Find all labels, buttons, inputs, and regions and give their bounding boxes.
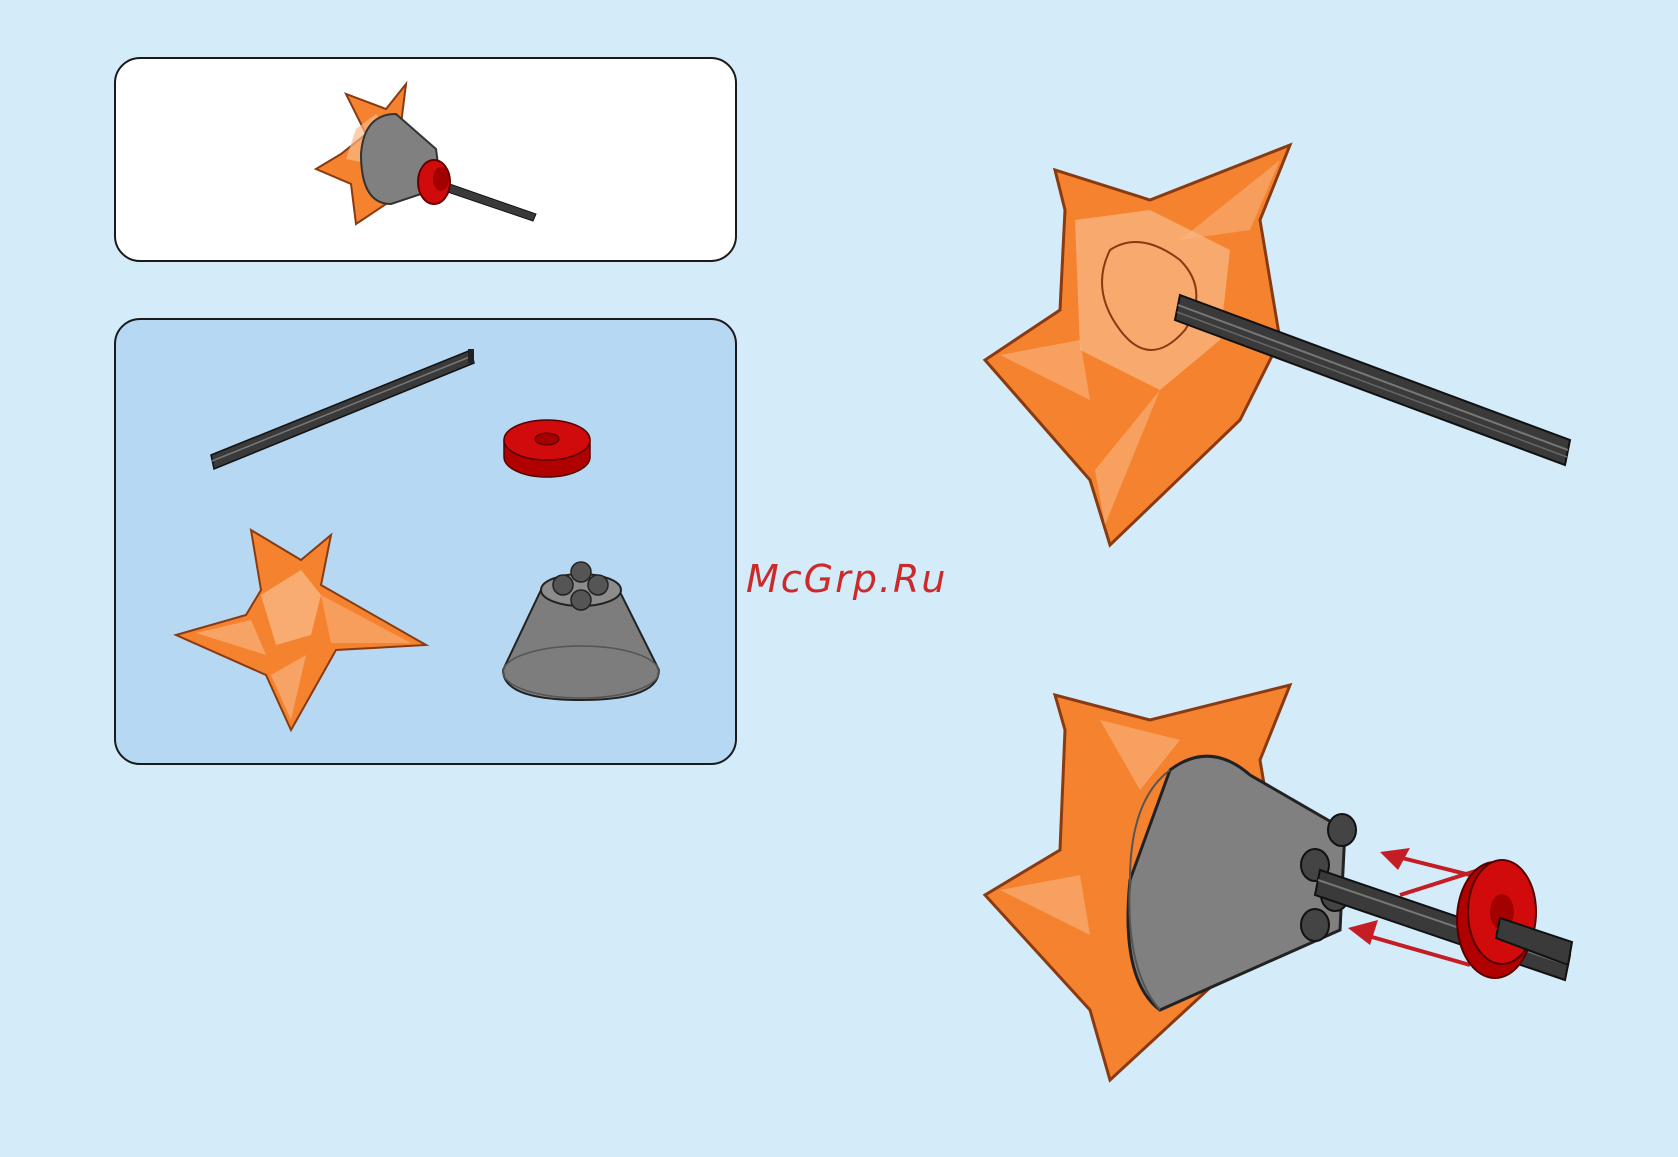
parts-list-panel <box>114 318 737 765</box>
axle-part-icon <box>206 345 486 480</box>
result-preview-panel <box>114 57 737 262</box>
assembled-mace-icon <box>286 74 556 244</box>
step-cone-tile-attach-illustration <box>980 680 1580 1090</box>
orange-star-element-icon <box>171 525 451 735</box>
grey-cone-icon <box>501 550 661 710</box>
watermark-text: McGrp.Ru <box>746 557 947 601</box>
red-round-tile-icon <box>501 415 596 480</box>
step-star-on-axle-illustration <box>980 140 1580 550</box>
